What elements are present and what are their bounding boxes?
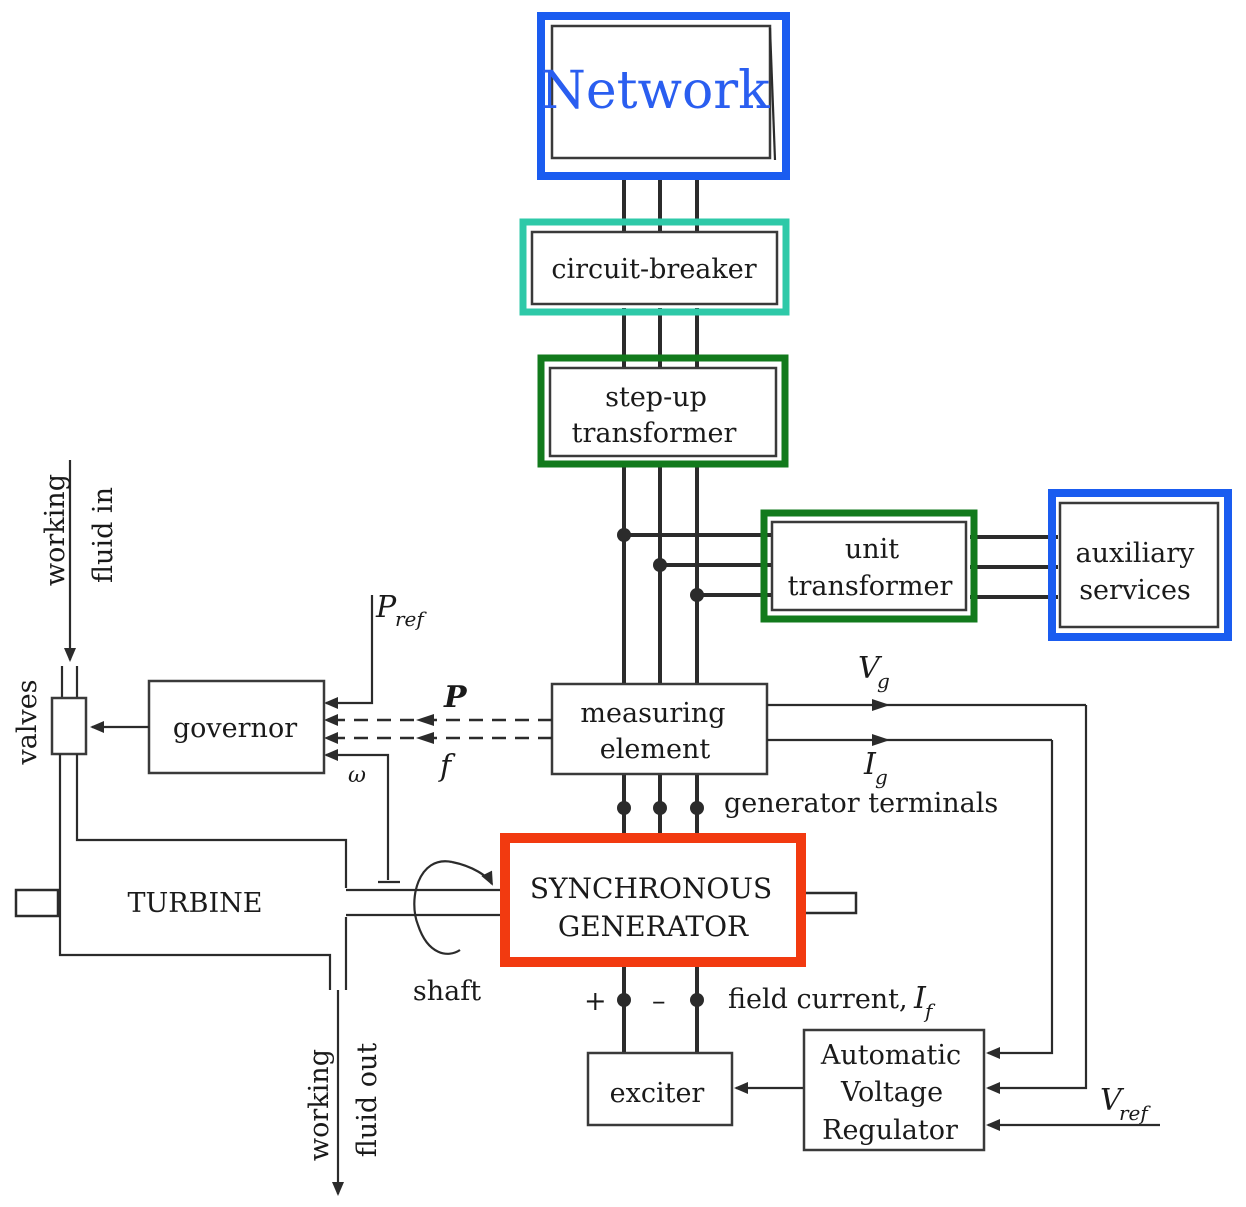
symbol-p: P xyxy=(443,680,468,715)
svg-text:f: f xyxy=(923,999,936,1023)
generator-label-line1: SYNCHRONOUS xyxy=(530,872,772,905)
circuit-breaker-block: circuit-breaker xyxy=(519,218,790,316)
governor-block: governor xyxy=(147,679,326,775)
svg-text:g: g xyxy=(877,669,890,693)
unit-transformer-taps xyxy=(617,528,1058,602)
omega-feedback-line xyxy=(324,749,400,884)
svg-text:ref: ref xyxy=(395,607,427,631)
svg-text:g: g xyxy=(875,765,888,789)
avr-label-line1: Automatic xyxy=(820,1040,961,1071)
svg-text:V: V xyxy=(858,651,883,686)
symbol-vref: V ref xyxy=(1100,1083,1151,1125)
fluid-out: working fluid out xyxy=(304,990,383,1196)
fluid-out-label-line1: working xyxy=(304,1049,335,1161)
measuring-element-block: measuring element xyxy=(550,682,769,776)
step-up-transformer-block: step-up transformer xyxy=(537,354,789,468)
symbol-ig: I g xyxy=(863,747,888,789)
auxiliary-label-line2: services xyxy=(1079,575,1191,606)
fluid-out-label-line2: fluid out xyxy=(352,1043,383,1158)
fluid-in-label-line2: fluid in xyxy=(88,487,119,583)
generator-terminal-dots xyxy=(617,801,704,815)
exciter-label: exciter xyxy=(610,1078,705,1109)
valves-label: valves xyxy=(12,679,43,765)
symbol-vg: V g xyxy=(858,651,890,693)
field-current-label: field current, xyxy=(728,984,908,1015)
exciter-block: exciter xyxy=(586,1051,734,1127)
shaft-label: shaft xyxy=(413,976,481,1007)
turbine-block: TURBINE xyxy=(14,754,348,990)
fluid-in: working fluid in xyxy=(40,460,119,662)
auxiliary-services-block: auxiliary services xyxy=(1048,489,1232,641)
governor-label: governor xyxy=(173,713,297,744)
svg-text:P: P xyxy=(375,590,397,625)
step-up-label-line1: step-up xyxy=(605,382,707,413)
measuring-label-line2: element xyxy=(600,734,711,765)
three-phase-bus xyxy=(622,175,699,840)
governor-signal-lines xyxy=(324,714,552,744)
pref-input-line xyxy=(324,595,374,709)
svg-text:V: V xyxy=(1100,1083,1125,1118)
avr-label-line3: Regulator xyxy=(822,1115,958,1146)
svg-text:ref: ref xyxy=(1119,1101,1151,1125)
measuring-label-line1: measuring xyxy=(580,698,725,729)
network-block: Network xyxy=(537,12,790,180)
plus-sign: + xyxy=(584,986,607,1017)
symbol-if: I f xyxy=(913,981,936,1023)
symbol-omega: ω xyxy=(348,763,366,788)
generator-label-line2: GENERATOR xyxy=(558,910,749,943)
synchronous-generator-block: SYNCHRONOUS GENERATOR xyxy=(500,833,806,967)
generator-terminals-label: generator terminals xyxy=(724,788,998,819)
symbol-pref: P ref xyxy=(375,590,427,631)
shaft: shaft xyxy=(346,860,858,1007)
svg-text:I: I xyxy=(913,981,927,1016)
valves-block: valves xyxy=(12,666,88,766)
unit-transformer-block: unit transformer xyxy=(760,509,978,623)
step-up-label-line2: transformer xyxy=(572,418,737,449)
field-leads xyxy=(617,958,704,1053)
unit-transformer-label-line2: transformer xyxy=(788,571,953,602)
minus-sign: – xyxy=(652,986,666,1017)
avr-block: Automatic Voltage Regulator xyxy=(802,1028,986,1152)
symbol-f: f xyxy=(438,749,456,784)
svg-text:I: I xyxy=(863,747,877,782)
network-label: Network xyxy=(540,61,770,121)
avr-label-line2: Voltage xyxy=(840,1077,943,1108)
turbine-label: TURBINE xyxy=(128,888,263,919)
unit-transformer-label-line1: unit xyxy=(845,534,899,565)
feedback-lines xyxy=(767,699,1160,1131)
fluid-in-label-line1: working xyxy=(40,474,71,586)
circuit-breaker-label: circuit-breaker xyxy=(551,254,756,285)
auxiliary-label-line1: auxiliary xyxy=(1076,538,1196,569)
